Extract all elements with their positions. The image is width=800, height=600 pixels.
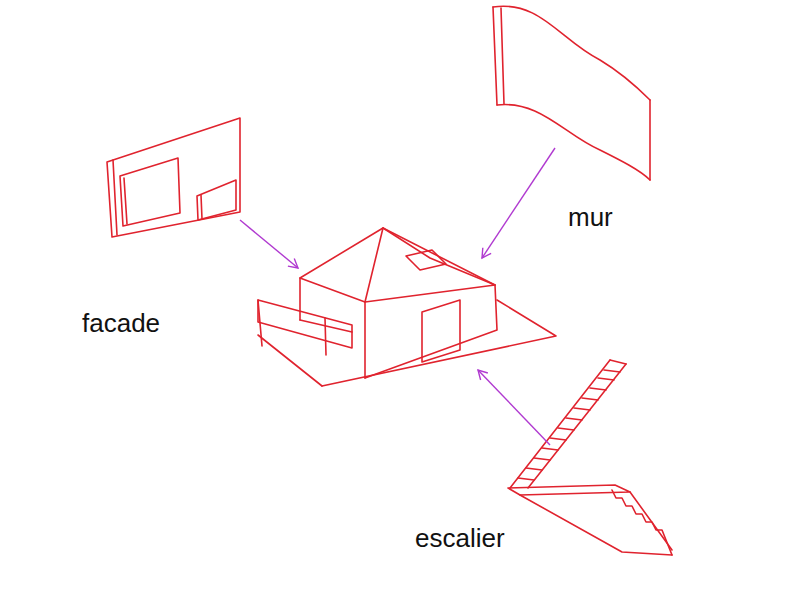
component-arrows (240, 148, 555, 445)
curved-wall (493, 6, 650, 180)
house (258, 228, 556, 386)
staircase (508, 360, 672, 555)
facade-panel (107, 118, 240, 237)
part-label: facade (82, 309, 160, 338)
part-label: escalier (415, 524, 505, 553)
part-label: mur (568, 203, 613, 232)
